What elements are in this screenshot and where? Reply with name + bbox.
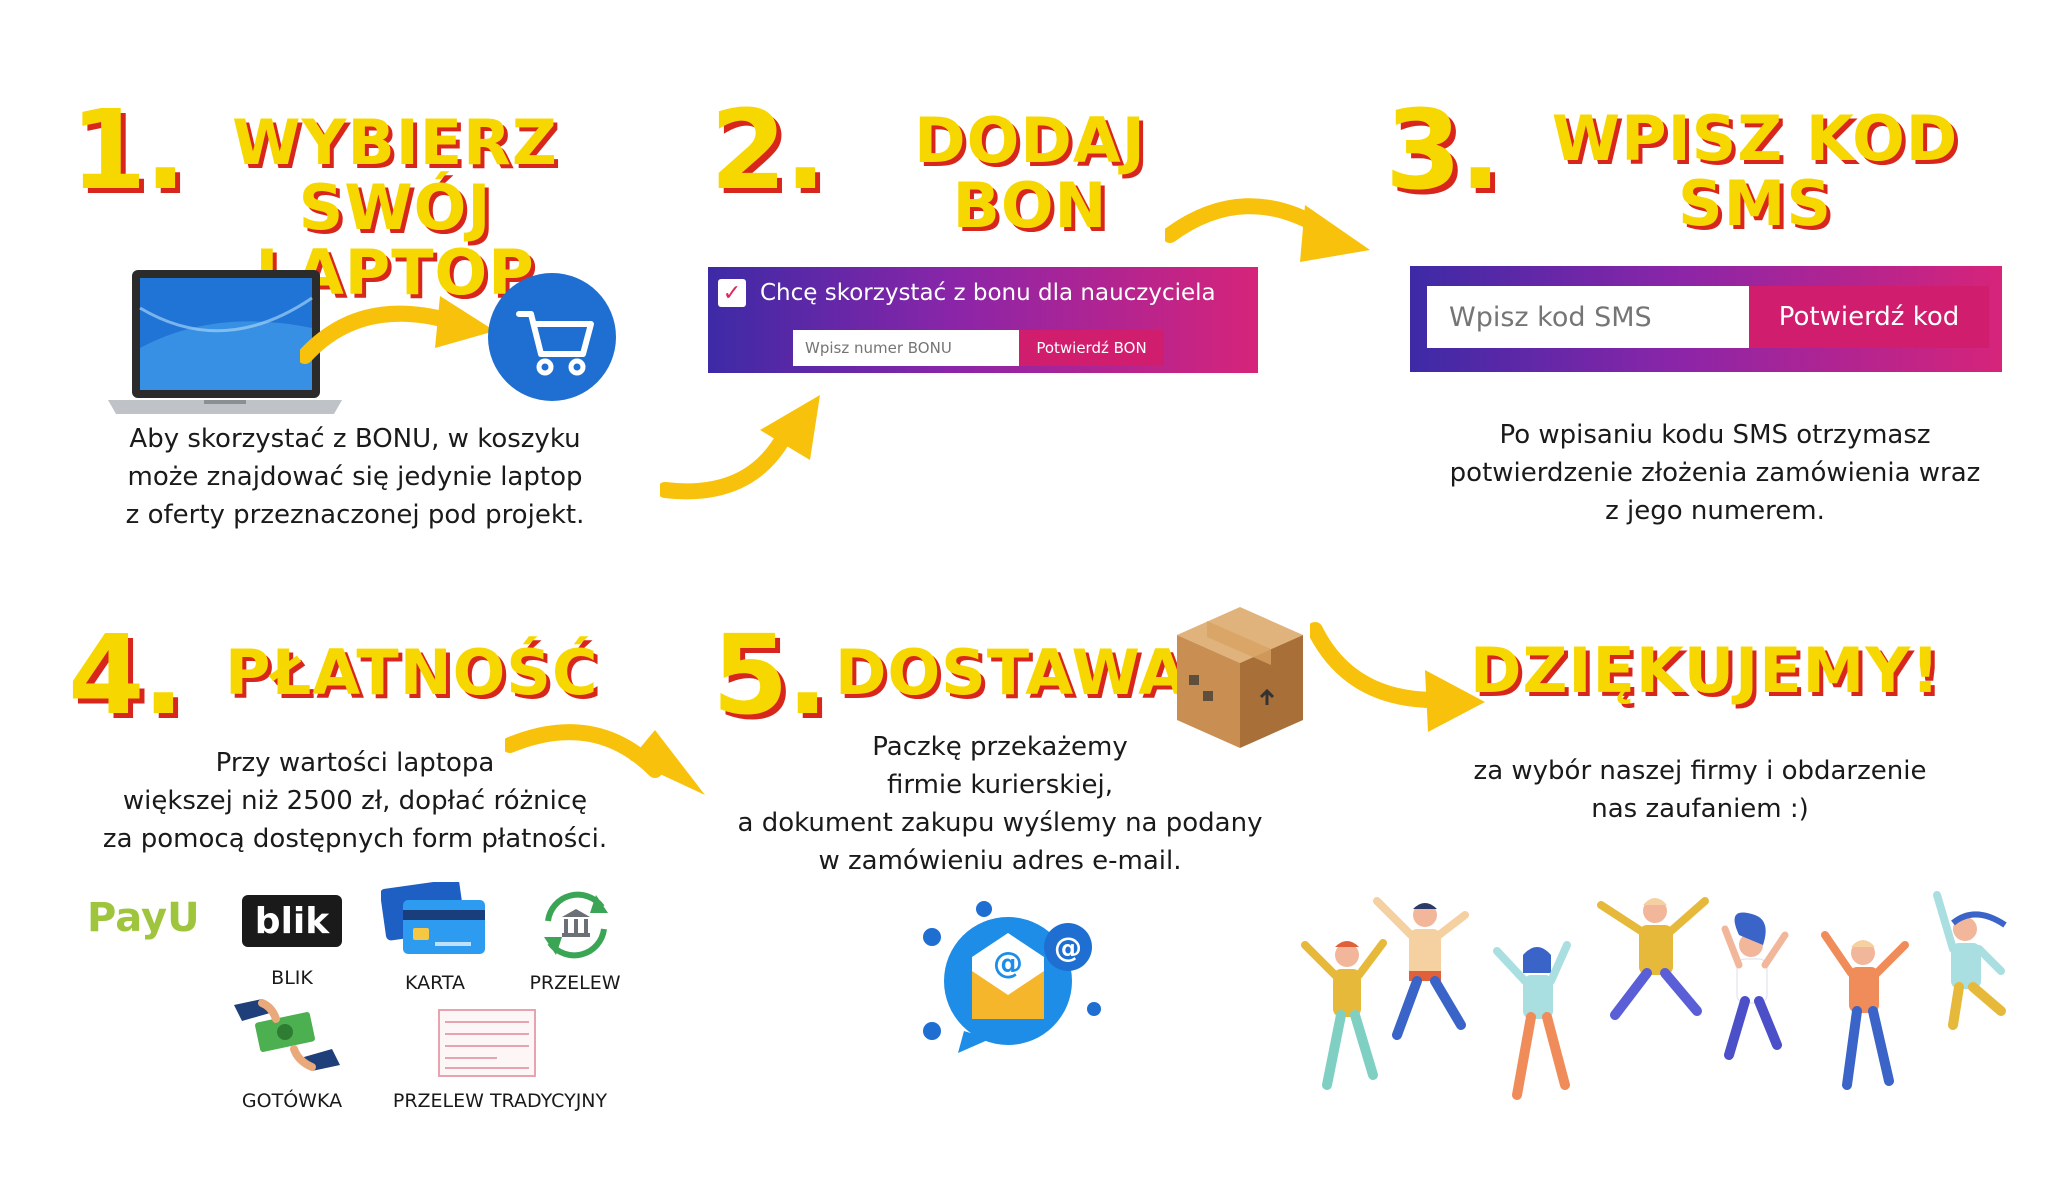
svg-text:@: @ (993, 946, 1023, 981)
card-label: KARTA (404, 972, 466, 994)
step-3-description: Po wpisaniu kodu SMS otrzymasz potwierdz… (1415, 416, 2015, 530)
step-3-line: potwierdzenie złożenia zamówienia wraz (1449, 458, 1981, 488)
step-1-description: Aby skorzystać z BONU, w koszyku może zn… (110, 420, 600, 534)
bon-checkbox-label: Chcę skorzystać z bonu dla nauczyciela (760, 280, 1216, 306)
step-1-line: Aby skorzystać z BONU, w koszyku (129, 424, 581, 454)
blik-logo[interactable]: blik (242, 895, 342, 947)
svg-text:@: @ (1054, 931, 1082, 964)
thanks-line: nas zaufaniem :) (1591, 794, 1809, 824)
step-5-line: a dokument zakupu wyślemy na podany (737, 808, 1263, 838)
cash-label: GOTÓWKA (241, 1090, 343, 1112)
cart-icon[interactable] (487, 272, 617, 402)
step-4-line: większej niż 2500 zł, dopłać różnicę (122, 786, 588, 816)
thanks-title: DZIĘKUJEMY! (1470, 634, 1941, 707)
bon-checkbox[interactable]: ✓ (718, 279, 746, 307)
laptop-icon (108, 270, 342, 414)
blik-logo-text: blik (254, 900, 330, 942)
payu-logo[interactable]: PayU (87, 895, 200, 941)
arrow-icon (300, 296, 495, 364)
step-3-number: 3. (1385, 86, 1501, 214)
bon-number-input[interactable] (793, 330, 1019, 366)
step-1-line: z oferty przeznaczonej pod projekt. (125, 500, 585, 530)
arrow-icon (505, 724, 705, 795)
parcel-box-icon (1177, 607, 1303, 748)
step-5-number: 5. (712, 611, 828, 739)
bank-transfer-label: PRZELEW (529, 972, 621, 994)
sms-code-input[interactable] (1427, 286, 1749, 348)
bon-checkbox-row[interactable]: ✓ Chcę skorzystać z bonu dla nauczyciela (718, 279, 1216, 307)
bon-widget: ✓ Chcę skorzystać z bonu dla nauczyciela… (708, 267, 1258, 373)
step-4-title: PŁATNOŚĆ (225, 636, 599, 709)
sms-widget: Potwierdź kod (1410, 266, 2002, 372)
step-5-line: firmie kurierskiej, (886, 770, 1114, 800)
card-icon[interactable] (381, 882, 487, 958)
cash-icon[interactable] (232, 995, 342, 1075)
step-1-number: 1. (70, 86, 186, 214)
step-4-number: 4. (68, 611, 184, 739)
transfer-form-icon[interactable] (437, 1008, 537, 1078)
arrow-icon (660, 395, 820, 500)
step-5-line: Paczkę przekażemy (872, 732, 1128, 762)
step-4-line: za pomocą dostępnych form płatności. (102, 824, 608, 854)
step-5-description: Paczkę przekażemy firmie kurierskiej, a … (700, 728, 1300, 880)
step-3-title: WPISZ KOD SMS (1551, 102, 1959, 241)
step-1-line: może znajdować się jedynie laptop (127, 462, 583, 492)
bank-transfer-icon[interactable] (536, 885, 616, 965)
step-2-number: 2. (710, 86, 826, 214)
arrow-icon (1310, 622, 1485, 732)
email-envelope-icon: @ @ (923, 901, 1101, 1053)
arrow-icon (1165, 198, 1370, 262)
step-4-description: Przy wartości laptopa większej niż 2500 … (70, 744, 640, 858)
step-3-line: Po wpisaniu kodu SMS otrzymasz (1499, 420, 1931, 450)
payu-logo-text: PayU (87, 895, 200, 941)
step-5-title: DOSTAWA (835, 636, 1188, 709)
people-celebrating-illustration (1301, 891, 2007, 1100)
step-2-title: DODAJ BON (914, 104, 1146, 243)
traditional-transfer-label: PRZELEW TRADYCYJNY (392, 1090, 608, 1112)
blik-label: BLIK (271, 967, 313, 989)
step-4-line: Przy wartości laptopa (215, 748, 495, 778)
step-5-line: w zamówieniu adres e-mail. (818, 846, 1182, 876)
step-3-line: z jego numerem. (1605, 496, 1825, 526)
thanks-description: za wybór naszej firmy i obdarzenie nas z… (1410, 752, 1990, 828)
confirm-sms-button[interactable]: Potwierdź kod (1749, 286, 1989, 348)
thanks-line: za wybór naszej firmy i obdarzenie (1473, 756, 1927, 786)
confirm-bon-button[interactable]: Potwierdź BON (1019, 330, 1164, 366)
